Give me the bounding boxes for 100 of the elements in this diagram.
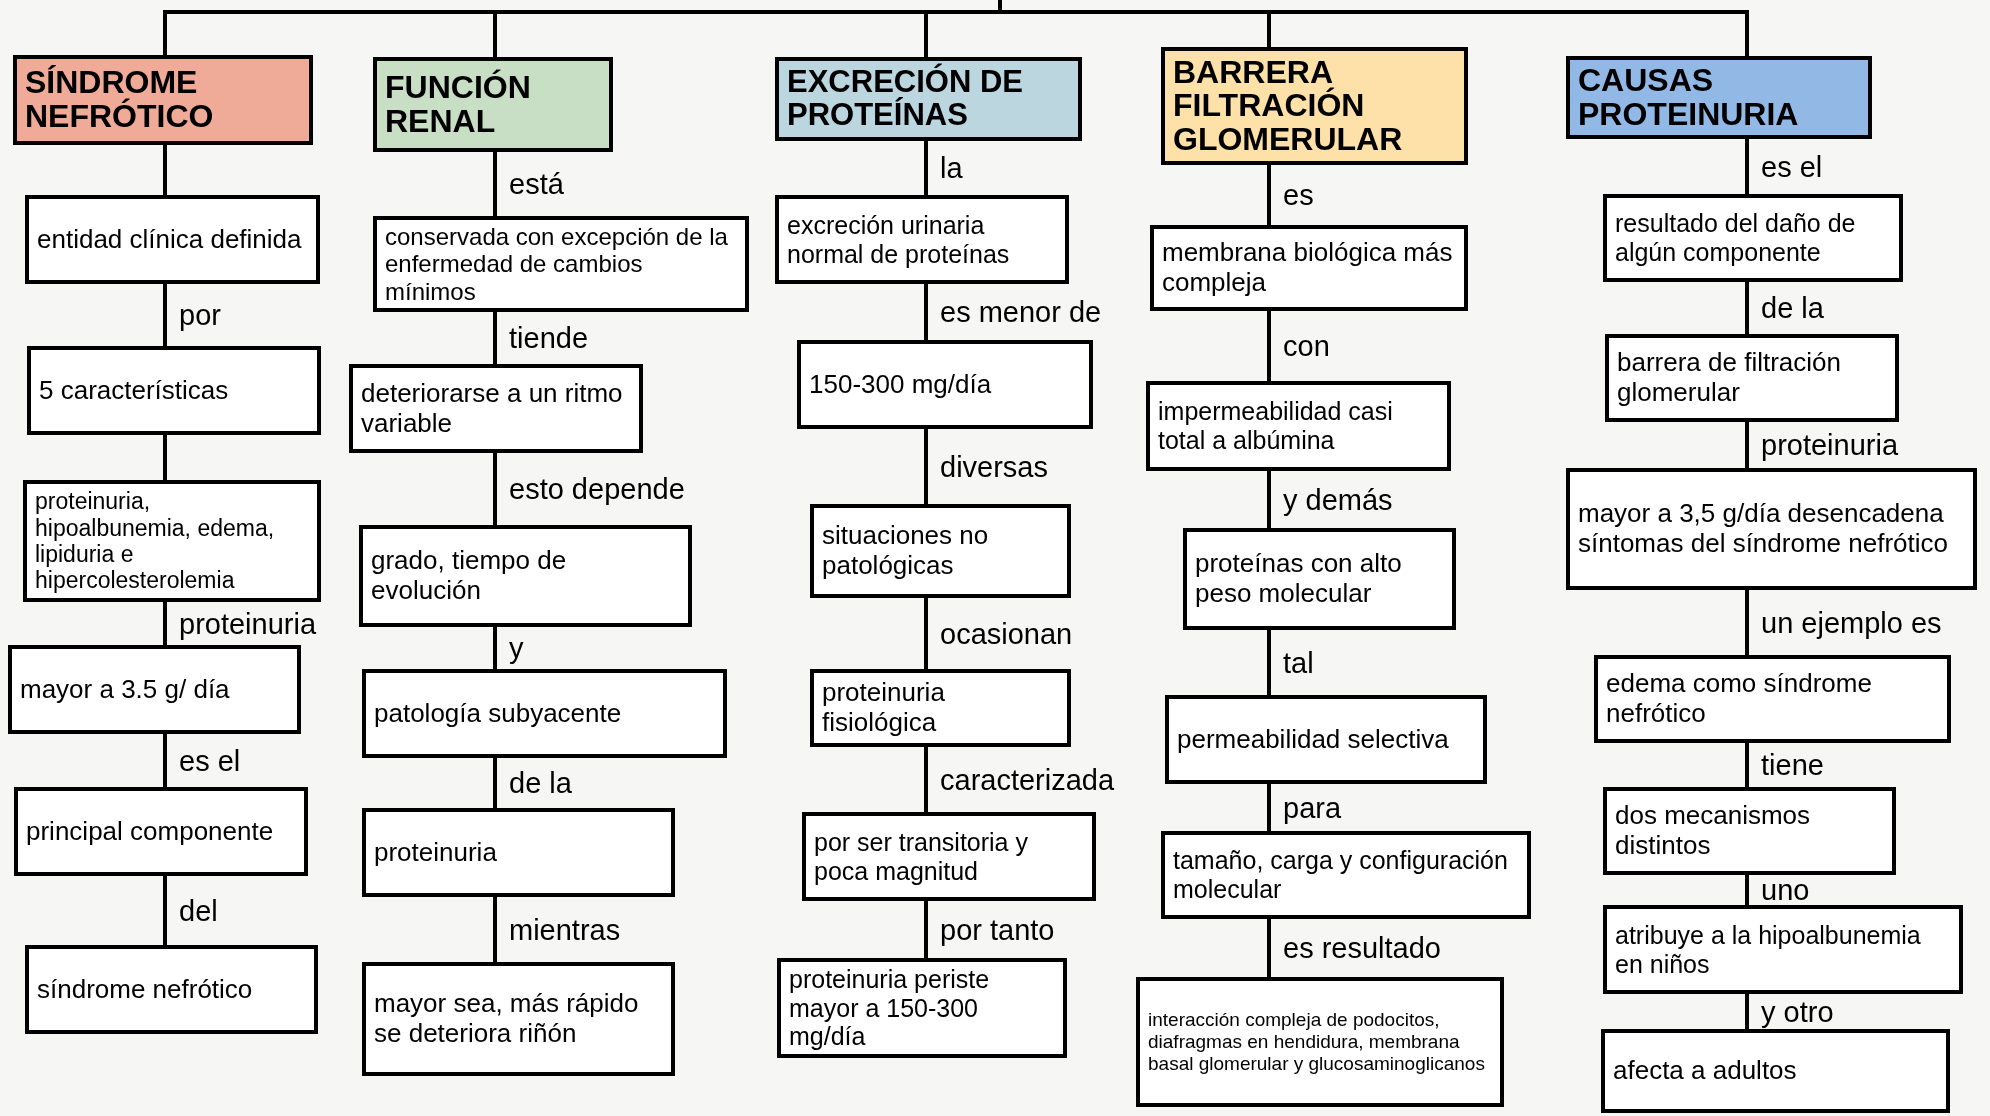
connector-line xyxy=(493,312,497,364)
concept-text: tamaño, carga y configuración molecular xyxy=(1173,846,1509,904)
connector-line xyxy=(924,598,928,669)
concept-text: excreción urinaria normal de proteínas xyxy=(787,210,1011,269)
concept-box xyxy=(25,195,320,284)
concept-text: 5 características xyxy=(39,375,230,406)
connector-line xyxy=(493,897,497,962)
concept-text: interacción compleja de podocitos, diafragmas en hendidura, membrana basal glomerular y glucosaminoglicanos xyxy=(1148,1009,1486,1075)
topic-header-box xyxy=(373,57,613,152)
connector-line xyxy=(998,0,1749,56)
concept-box xyxy=(362,962,675,1076)
connector-line xyxy=(1745,875,1749,905)
connector-line xyxy=(1267,784,1271,831)
topic-heading: CAUSAS PROTEINURIA xyxy=(1578,63,1800,132)
concept-box xyxy=(362,808,675,897)
topic-header-box xyxy=(1566,56,1872,139)
concept-box xyxy=(349,364,643,453)
concept-box xyxy=(775,195,1069,284)
concept-box xyxy=(1603,905,1963,994)
connector-line xyxy=(1745,422,1749,468)
connector-line xyxy=(1745,282,1749,334)
concept-box xyxy=(810,669,1071,747)
concept-text: mayor a 3.5 g/ día xyxy=(20,674,231,705)
connector-line xyxy=(493,152,497,216)
concept-box xyxy=(777,958,1067,1058)
concept-text: proteinuria fisiológica xyxy=(822,678,946,738)
concept-text: 150-300 mg/día xyxy=(809,369,993,400)
connector-line xyxy=(163,284,167,346)
connector-line xyxy=(1745,590,1749,655)
concept-text: situaciones no patológicas xyxy=(822,521,990,581)
concept-text: entidad clínica definida xyxy=(37,224,303,255)
concept-text: edema como síndrome nefrótico xyxy=(1606,669,1873,729)
concept-box xyxy=(1150,225,1468,311)
connector-line xyxy=(924,429,928,504)
topic-header-box xyxy=(13,55,313,145)
concept-box xyxy=(14,787,308,876)
concept-box xyxy=(27,346,321,435)
connector-line xyxy=(924,901,928,958)
concept-text: síndrome nefrótico xyxy=(37,974,254,1005)
connector-line xyxy=(1267,471,1271,528)
concept-text: resultado del daño de algún componente xyxy=(1615,209,1857,267)
concept-text: conservada con excepción de la enfermedad de cambios mínimos xyxy=(385,222,729,306)
connector-line xyxy=(163,734,167,787)
topic-heading: BARRERA FILTRACIÓN GLOMERULAR xyxy=(1173,55,1404,157)
concept-box xyxy=(359,525,692,627)
concept-box xyxy=(1165,695,1487,784)
concept-box xyxy=(25,945,318,1034)
concept-box xyxy=(373,216,749,312)
concept-box xyxy=(1146,381,1451,471)
topic-header-box xyxy=(775,57,1082,141)
connector-line xyxy=(493,453,497,525)
concept-text: barrera de filtración glomerular xyxy=(1617,348,1842,408)
topic-heading: SÍNDROME NEFRÓTICO xyxy=(25,66,215,134)
connector-line xyxy=(924,747,928,812)
concept-text: impermeabilidad casi total a albúmina xyxy=(1158,397,1394,455)
concept-text: por ser transitoria y poca magnitud xyxy=(814,827,1029,886)
connector-line xyxy=(1267,630,1271,695)
connector-line xyxy=(1745,139,1749,194)
concept-box xyxy=(8,645,301,734)
concept-box xyxy=(810,504,1071,598)
connector-line xyxy=(163,435,167,480)
concept-box xyxy=(1566,468,1977,590)
connector-line xyxy=(1745,994,1749,1029)
topic-heading: FUNCIÓN RENAL xyxy=(385,70,532,139)
connector-line xyxy=(163,876,167,945)
connector-line xyxy=(1267,165,1271,225)
connector-line xyxy=(493,627,497,669)
connector-line xyxy=(924,284,928,340)
concept-text: mayor a 3,5 g/día desencadena síntomas del síndrome nefrótico xyxy=(1578,499,1949,559)
concept-box xyxy=(1603,194,1903,282)
concept-text: membrana biológica más compleja xyxy=(1162,238,1454,298)
concept-text: permeabilidad selectiva xyxy=(1177,724,1450,755)
concept-text: principal componente xyxy=(26,816,275,847)
concept-text: proteínas con alto peso molecular xyxy=(1195,549,1403,609)
concept-box xyxy=(362,669,727,758)
concept-box xyxy=(1603,787,1896,875)
concept-box xyxy=(802,812,1096,901)
concept-text: afecta a adultos xyxy=(1613,1056,1798,1086)
concept-text: dos mecanismos distintos xyxy=(1615,801,1812,861)
concept-text: patología subyacente xyxy=(374,698,623,729)
connector-line xyxy=(163,145,167,195)
concept-text: atribuye a la hipoalbunemia en niños xyxy=(1615,920,1922,979)
concept-text: proteinuria, hipoalbunemia, edema, lipiduria e hipercolesterolemia xyxy=(35,488,276,594)
concept-text: mayor sea, más rápido se deteriora riñón xyxy=(374,989,640,1049)
connector-line xyxy=(1267,311,1271,381)
connector-line xyxy=(493,758,497,808)
connector-line xyxy=(924,141,928,195)
concept-box xyxy=(797,340,1093,429)
concept-text: proteinuria periste mayor a 150-300 mg/día xyxy=(789,964,991,1052)
concept-text: deteriorarse a un ritmo variable xyxy=(361,378,624,439)
concept-box xyxy=(1601,1029,1950,1113)
connector-line xyxy=(163,602,167,645)
connector-line xyxy=(1745,743,1749,787)
concept-box xyxy=(1136,977,1504,1107)
concept-text: proteinuria xyxy=(374,837,498,868)
concept-box xyxy=(1594,655,1951,743)
concept-box xyxy=(1605,334,1899,422)
concept-box xyxy=(1183,528,1456,630)
concept-box xyxy=(23,480,321,602)
connector-line xyxy=(1267,919,1271,977)
